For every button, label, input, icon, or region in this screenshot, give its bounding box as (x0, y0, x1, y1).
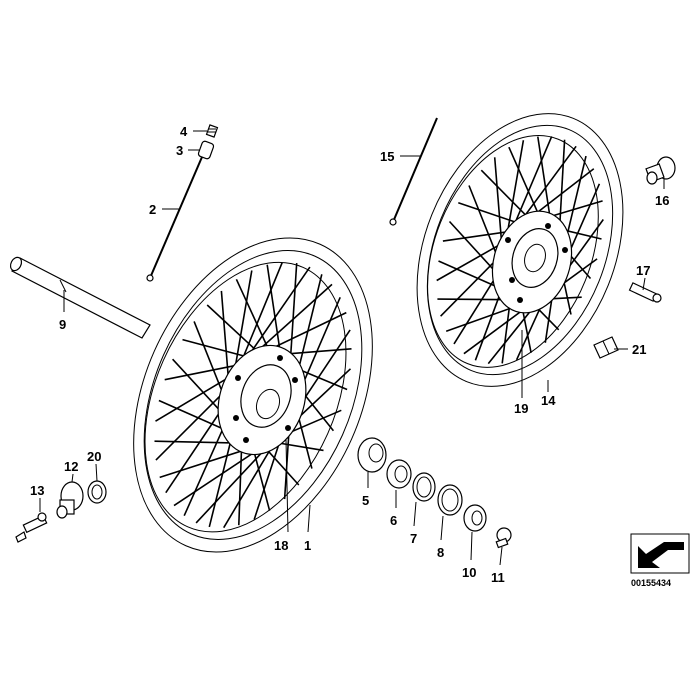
front-hub (217, 344, 307, 456)
document-number: 00155434 (631, 578, 671, 588)
spoke-line (155, 385, 231, 461)
rear-bush (645, 156, 676, 185)
front-axle (9, 256, 151, 339)
callout-21: 21 (632, 342, 646, 357)
rear-screw (628, 282, 662, 303)
callout-2: 2 (149, 202, 156, 217)
hex-bolt (495, 527, 512, 549)
callout-9: 9 (59, 317, 66, 332)
callout-15: 15 (380, 149, 394, 164)
spoke-line (442, 230, 515, 242)
callout-1: 1 (304, 538, 311, 553)
callout-10: 10 (462, 565, 476, 580)
callout-19: 19 (514, 401, 528, 416)
callout-14: 14 (541, 393, 556, 408)
callout-7: 7 (410, 531, 417, 546)
spoke (146, 149, 206, 282)
bearing (357, 437, 387, 473)
bush (386, 459, 412, 489)
rear-wheel (416, 113, 624, 387)
spoke-line (206, 304, 263, 357)
callout-6: 6 (390, 513, 397, 528)
spoke-nipple (197, 140, 215, 160)
callout-8: 8 (437, 545, 444, 560)
spoke-line (458, 202, 524, 226)
arrow-icon (638, 542, 684, 568)
front-wheel (133, 237, 373, 553)
spacer-sleeve (463, 504, 487, 532)
callout-11: 11 (491, 570, 505, 585)
document-stamp: 00155434 (630, 533, 690, 588)
spoke-line (436, 240, 508, 282)
leader-lines (39, 130, 665, 566)
callout-4: 4 (180, 124, 188, 139)
spoke-line (155, 373, 235, 422)
clamping-bolt (15, 512, 48, 543)
callout-17: 17 (636, 263, 650, 278)
spoke-line (164, 363, 243, 381)
callout-labels: 1 2 3 4 5 6 7 8 9 10 11 12 13 14 15 16 1… (30, 124, 669, 585)
rear-hub (491, 210, 573, 314)
spoke-line (165, 399, 229, 494)
balance-weight (593, 336, 619, 359)
callout-3: 3 (176, 143, 183, 158)
shaft-seal (437, 484, 463, 516)
callout-16: 16 (655, 193, 669, 208)
spacer-bushing (56, 481, 84, 519)
callout-5: 5 (362, 493, 369, 508)
callout-13: 13 (30, 483, 44, 498)
sealing-ring (87, 480, 107, 504)
callout-20: 20 (87, 449, 101, 464)
spoke-line (182, 338, 252, 359)
spacer-ring (412, 472, 436, 502)
rear-spoke (389, 117, 438, 226)
callout-12: 12 (64, 459, 78, 474)
nipple-screw (205, 124, 219, 138)
callout-18: 18 (274, 538, 288, 553)
